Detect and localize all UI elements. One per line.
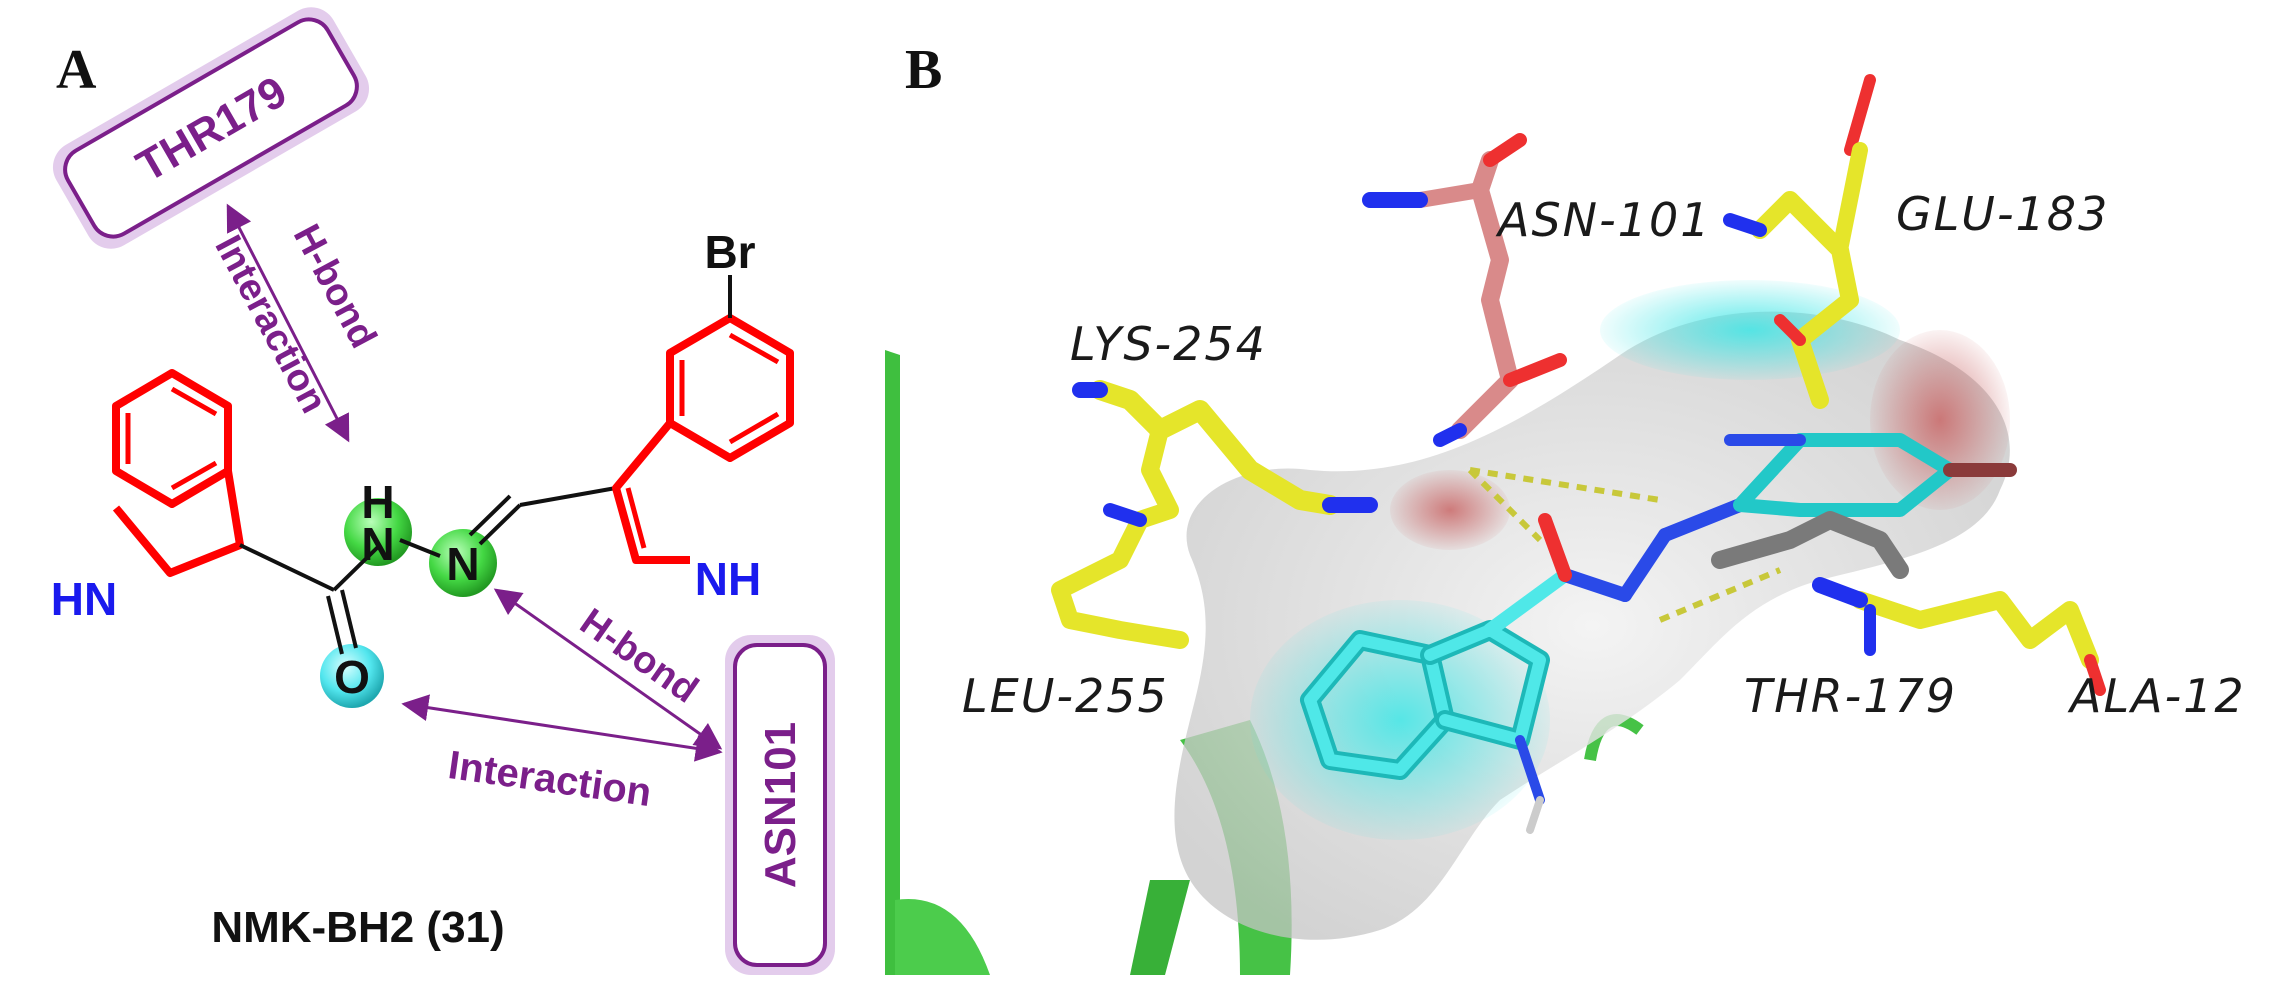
asn101-interaction-arrow: [401, 694, 723, 762]
right-indole: [612, 314, 794, 564]
left-bond-c3-carbonyl: [239, 543, 335, 592]
asn101-interaction-label: Interaction: [446, 743, 655, 815]
residue-label-leu255: LEU-255: [962, 669, 1169, 723]
residue-label-asn101: ASN-101: [1495, 193, 1711, 247]
thr179-arrow: [226, 203, 350, 443]
h-atom: H: [361, 476, 394, 528]
residue-sticks: [1051, 74, 2106, 696]
n2-atom: N: [446, 538, 479, 590]
compound-label: NMK-BH2 (31): [211, 903, 504, 952]
nh-right-atom: NH: [695, 553, 761, 605]
bond-co-1: [326, 595, 344, 655]
panel-a-letter: A: [56, 39, 97, 101]
br-atom: Br: [704, 226, 755, 278]
bond-co-2: [340, 589, 358, 649]
residue-label-lys254: LYS-254: [1070, 317, 1267, 371]
bond-n-ch-2: [468, 494, 512, 537]
ligand: [1300, 433, 2017, 834]
hbond-dashes: [1467, 467, 1782, 623]
left-indole: [112, 369, 244, 577]
bond-carbonyl-nh: [332, 543, 382, 592]
bond-ch-c3: [519, 486, 617, 507]
o-atom: O: [334, 651, 370, 703]
asn101-label: ASN101: [756, 722, 805, 888]
panel-b-letter: B: [905, 39, 942, 101]
n1-atom: N: [361, 518, 394, 570]
bond-n-ch-1: [478, 503, 522, 546]
asn101-box: ASN101: [725, 635, 835, 975]
nh-sphere: [344, 498, 412, 566]
residue-label-thr179: THR-179: [1744, 669, 1957, 723]
hn-left-atom: HN: [51, 573, 117, 625]
bond-nh-n: [399, 538, 441, 558]
n-sphere: [429, 529, 497, 597]
panel-b: B: [885, 39, 2246, 975]
molecular-surface: [1174, 280, 2010, 940]
residue-label-ala12: ALA-12: [2067, 669, 2246, 723]
panel-a: A THR179 Interaction H-bond ASN101 H-bon…: [51, 7, 835, 975]
o-sphere: [320, 644, 384, 708]
residue-label-glu183: GLU-183: [1896, 187, 2109, 241]
